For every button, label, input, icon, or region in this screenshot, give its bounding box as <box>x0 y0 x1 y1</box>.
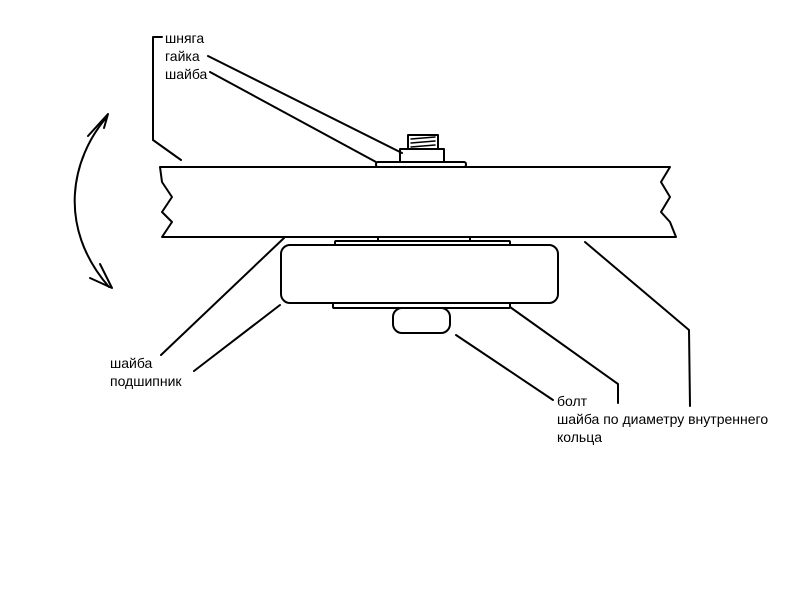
thread-line <box>410 136 436 140</box>
rotation-arrow-head-bottom <box>89 263 113 289</box>
label-shnyaga: шняга <box>165 30 205 46</box>
label-bolt: болт <box>557 393 588 409</box>
label-shaiba-top: шайба <box>165 66 208 82</box>
rotation-arrow <box>73 117 110 288</box>
label-gaika: гайка <box>165 48 200 64</box>
label-bearing: подшипник <box>110 373 182 389</box>
leader-inner-washer <box>509 306 619 404</box>
nut <box>399 148 445 163</box>
rotation-arrow-head-top <box>87 113 109 137</box>
bolt-head <box>392 307 451 334</box>
bearing <box>280 244 559 304</box>
label-inner-ring-washer: шайба по диаметру внутреннего <box>557 411 769 427</box>
leader-bolt <box>455 334 554 401</box>
bolt-thread <box>407 134 439 150</box>
leader-gaika <box>207 55 403 154</box>
thread-line <box>410 144 436 148</box>
leader-outer-washer <box>584 241 691 407</box>
plank <box>159 166 677 238</box>
leader-bearing <box>193 304 281 372</box>
leader-shnyaga <box>152 36 182 161</box>
label-shaiba-left: шайба <box>110 355 153 371</box>
thread-line <box>410 140 436 144</box>
leader-shaiba-top <box>209 71 377 163</box>
label-ring: кольца <box>557 429 603 445</box>
leader-shaiba-left <box>160 237 285 356</box>
